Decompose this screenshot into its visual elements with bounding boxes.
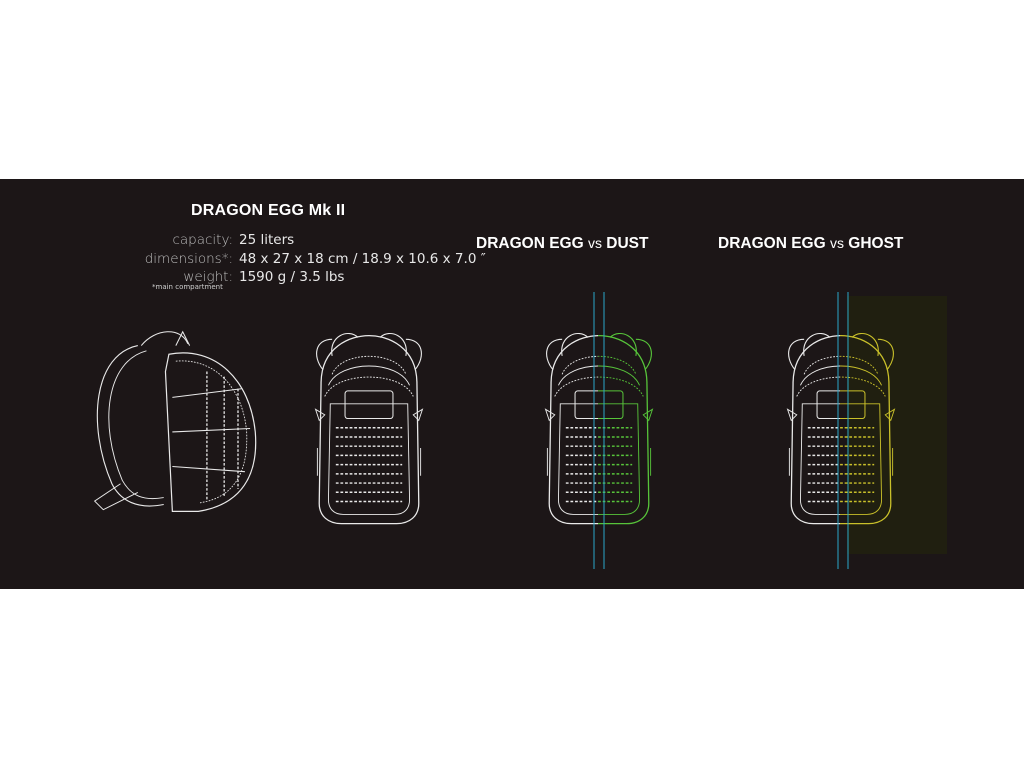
- spec-dimensions: dimensions*: 48 x 27 x 18 cm / 18.9 x 10…: [100, 250, 520, 269]
- spec-list: capacity: 25 liters dimensions*: 48 x 27…: [100, 231, 520, 287]
- spec-label: weight:: [183, 269, 233, 285]
- spec-value: 1590 g / 3.5 lbs: [239, 269, 345, 285]
- spec-footnote: *main compartment: [152, 283, 223, 291]
- comparison-name: DRAGON EGG: [718, 235, 826, 252]
- product-banner: DRAGON EGG Mk II capacity: 25 liters dim…: [0, 179, 1024, 589]
- spec-value: 48 x 27 x 18 cm / 18.9 x 10.6 x 7.0 ″: [239, 250, 486, 267]
- spec-capacity: capacity: 25 liters: [100, 231, 520, 250]
- spec-value: 25 liters: [239, 232, 295, 248]
- spec-label: capacity:: [172, 232, 233, 248]
- backpack-side-view: [93, 331, 257, 513]
- spec-label: dimensions*:: [144, 250, 233, 267]
- comparison-title-dust: DRAGON EGG vs DUST: [476, 235, 648, 253]
- comparison-other: GHOST: [848, 235, 904, 252]
- comparison-other: DUST: [606, 235, 649, 252]
- product-title: DRAGON EGG Mk II: [191, 202, 346, 219]
- comparison-ghost-illustration: [786, 292, 947, 569]
- backpack-front-view: [314, 332, 424, 525]
- comparison-vs: vs: [829, 235, 844, 251]
- comparison-vs: vs: [587, 235, 602, 251]
- comparison-title-ghost: DRAGON EGG vs GHOST: [718, 235, 903, 253]
- comparison-name: DRAGON EGG: [476, 235, 584, 252]
- spec-weight: weight: 1590 g / 3.5 lbs: [100, 268, 520, 287]
- comparison-dust-illustration: [544, 292, 654, 569]
- ghost-swatch: [847, 296, 947, 554]
- backpack-illustrations: [93, 292, 947, 569]
